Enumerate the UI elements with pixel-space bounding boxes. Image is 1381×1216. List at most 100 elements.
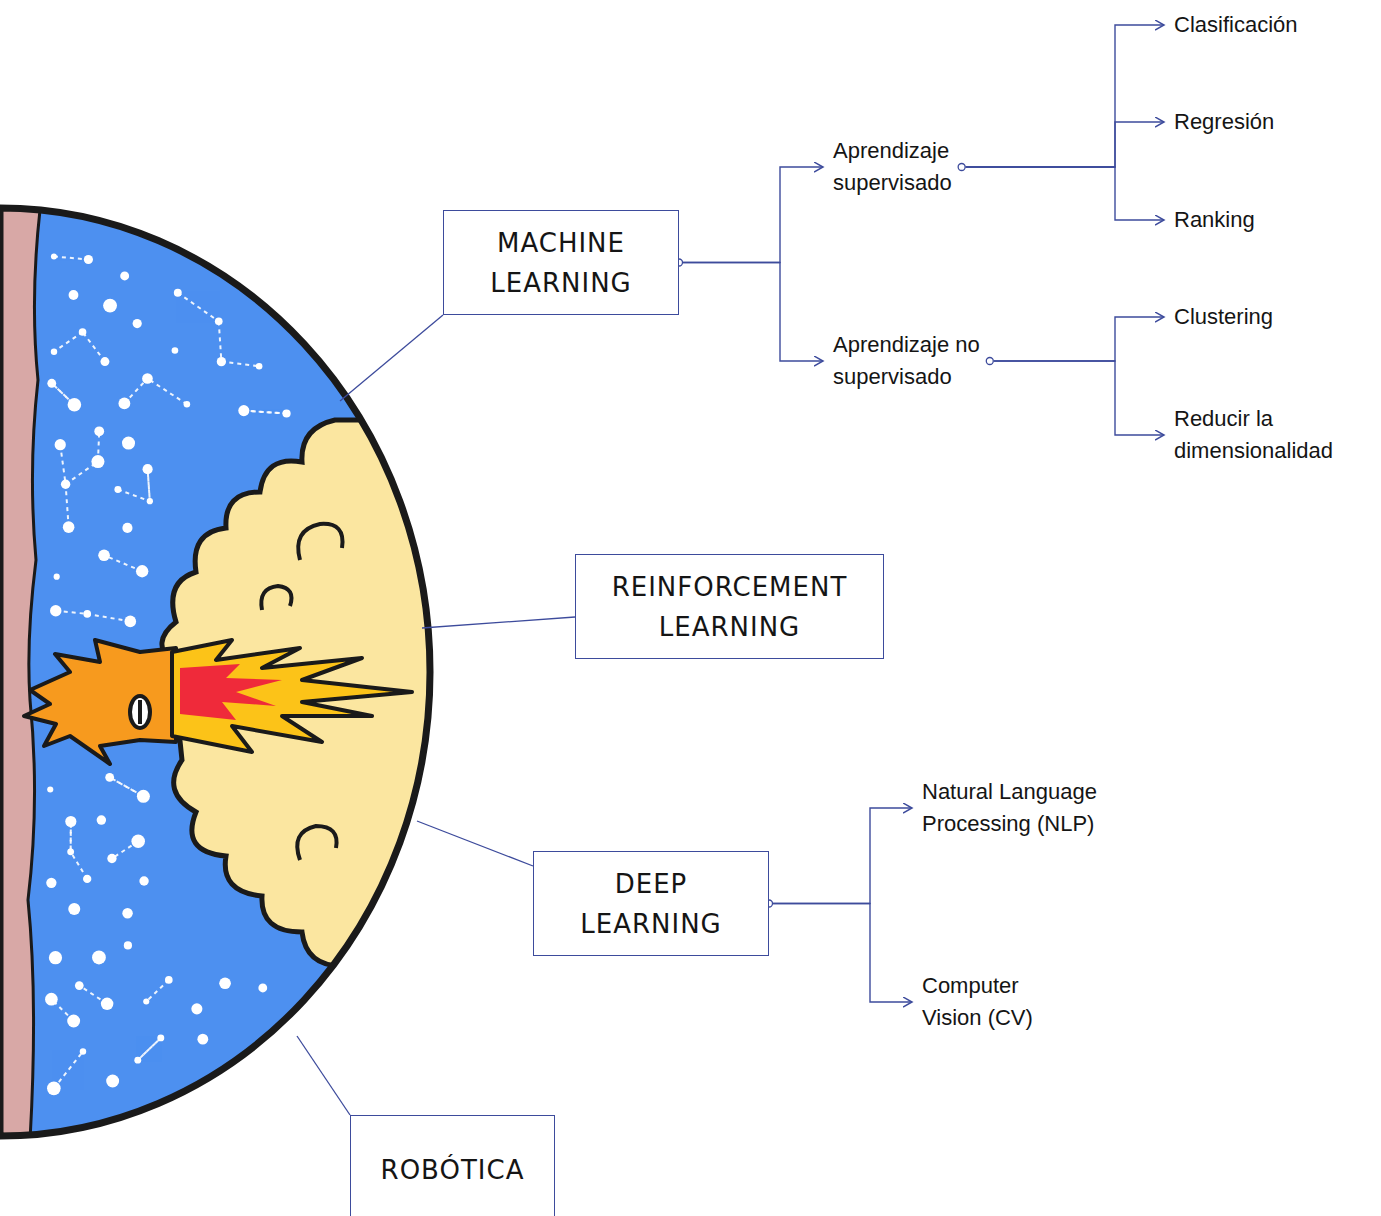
constellation-line bbox=[221, 362, 259, 367]
star bbox=[143, 998, 149, 1004]
star bbox=[197, 1034, 208, 1045]
topic-text: Aprendizaje no supervisado bbox=[833, 329, 988, 393]
star bbox=[103, 299, 117, 313]
star bbox=[47, 379, 56, 388]
star bbox=[137, 790, 150, 803]
star bbox=[282, 409, 290, 417]
rocket-window bbox=[130, 696, 150, 728]
star bbox=[143, 464, 153, 474]
leader-line bbox=[340, 315, 443, 401]
star bbox=[133, 319, 142, 328]
star bbox=[124, 616, 136, 628]
star bbox=[100, 357, 109, 366]
star bbox=[184, 401, 191, 408]
star bbox=[94, 426, 104, 436]
constellation-line bbox=[54, 256, 88, 259]
box-title: REINFORCEMENT LEARNING bbox=[595, 567, 865, 647]
star bbox=[50, 605, 61, 616]
junction-dot bbox=[986, 358, 993, 365]
star bbox=[45, 993, 58, 1006]
star bbox=[217, 357, 226, 366]
cloud-curl bbox=[298, 524, 342, 560]
box-title: MACHINE LEARNING bbox=[466, 223, 656, 303]
star bbox=[124, 941, 132, 949]
topic-text: Aprendizaje supervisado bbox=[833, 135, 988, 199]
topic-label: Natural Language Processing (NLP) bbox=[922, 776, 1152, 840]
star bbox=[191, 1003, 202, 1014]
rocket-window-bar bbox=[138, 700, 142, 724]
star bbox=[107, 854, 116, 863]
category-box: REINFORCEMENT LEARNING bbox=[575, 554, 884, 659]
star bbox=[61, 479, 70, 488]
star bbox=[256, 363, 263, 370]
star bbox=[92, 951, 106, 965]
leader-line bbox=[417, 821, 533, 866]
cloud-curl bbox=[261, 586, 291, 610]
rocket-flame bbox=[172, 640, 412, 752]
star bbox=[122, 523, 132, 533]
topic-label: Aprendizaje supervisado bbox=[833, 135, 988, 199]
junction-dot bbox=[958, 164, 965, 171]
connector-arrow bbox=[683, 167, 823, 263]
connector-arrow bbox=[994, 317, 1164, 361]
topic-text: Clustering bbox=[1174, 301, 1374, 333]
planet-outline bbox=[0, 208, 430, 1136]
star bbox=[172, 347, 179, 354]
star bbox=[122, 908, 132, 918]
star bbox=[118, 397, 130, 409]
star bbox=[91, 455, 104, 468]
connector-arrow bbox=[966, 25, 1164, 167]
constellation-line bbox=[147, 379, 186, 405]
connector-arrow bbox=[683, 263, 823, 362]
topic-text: Ranking bbox=[1174, 204, 1374, 236]
star bbox=[65, 816, 76, 827]
star bbox=[55, 439, 66, 450]
category-box: ROBÓTICA bbox=[350, 1115, 555, 1216]
star bbox=[142, 373, 153, 384]
topic-label: Aprendizaje no supervisado bbox=[833, 329, 988, 393]
star bbox=[51, 253, 57, 259]
star bbox=[46, 878, 56, 888]
constellation-line bbox=[138, 1038, 161, 1060]
star bbox=[174, 289, 182, 297]
star bbox=[120, 271, 129, 280]
topic-text: Reducir la dimensionalidad bbox=[1174, 403, 1364, 467]
connector-arrow bbox=[966, 122, 1164, 167]
star bbox=[68, 903, 80, 915]
category-box: MACHINE LEARNING bbox=[443, 210, 679, 315]
constellation-line bbox=[244, 411, 287, 414]
rocket-flame-core bbox=[180, 664, 282, 720]
topic-text: Computer Vision (CV) bbox=[922, 970, 1052, 1034]
star bbox=[67, 1015, 80, 1028]
leader-line bbox=[297, 1036, 350, 1115]
box-title: ROBÓTICA bbox=[381, 1150, 525, 1190]
star bbox=[97, 815, 106, 824]
rocket-body bbox=[24, 640, 176, 764]
star bbox=[54, 574, 60, 580]
topic-text: Natural Language Processing (NLP) bbox=[922, 776, 1152, 840]
star bbox=[49, 951, 62, 964]
star bbox=[134, 1057, 141, 1064]
star bbox=[101, 998, 114, 1011]
category-box: DEEP LEARNING bbox=[533, 851, 769, 956]
connector-arrow bbox=[966, 167, 1164, 220]
star bbox=[131, 834, 145, 848]
star bbox=[114, 486, 121, 493]
star bbox=[68, 398, 82, 412]
star bbox=[238, 405, 249, 416]
star bbox=[165, 976, 173, 984]
star bbox=[67, 848, 74, 855]
topic-label: Ranking bbox=[1174, 204, 1374, 236]
constellation-line bbox=[178, 293, 219, 322]
topic-label: Clasificación bbox=[1174, 9, 1374, 41]
constellation-line bbox=[244, 411, 287, 414]
topic-label: Clustering bbox=[1174, 301, 1374, 333]
star bbox=[75, 981, 84, 990]
star bbox=[47, 1082, 61, 1096]
cloud-curl bbox=[297, 826, 336, 860]
star bbox=[69, 290, 79, 300]
constellation-line bbox=[54, 332, 83, 352]
connector-arrow bbox=[773, 808, 912, 904]
star bbox=[105, 773, 114, 782]
